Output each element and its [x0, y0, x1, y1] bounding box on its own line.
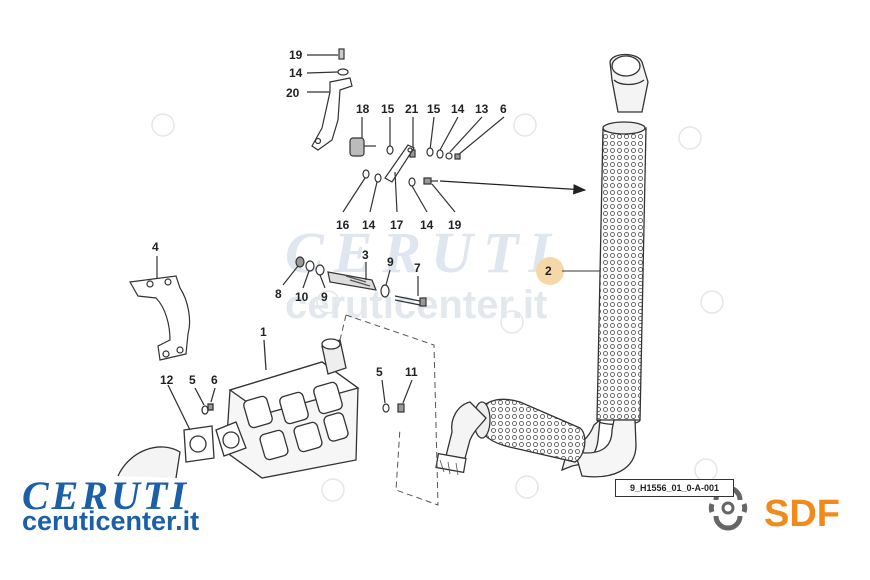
- muffler: [117, 338, 360, 479]
- exhaust-pipe: [435, 53, 649, 478]
- bracket-4: [129, 256, 191, 361]
- callout-18: 18: [356, 102, 370, 116]
- callout-5-a: 5: [189, 373, 196, 387]
- callout-2: 2: [545, 264, 552, 278]
- ceruti-url: ceruticenter.it: [22, 506, 200, 536]
- watermark-glyphs: [148, 113, 724, 502]
- callout-19-mid: 19: [448, 218, 462, 232]
- callout-1: 1: [260, 325, 267, 339]
- callout-19-top: 19: [289, 48, 303, 62]
- callout-14-top: 14: [289, 66, 303, 80]
- watermark-url: ceruticenter.it: [285, 283, 547, 327]
- callout-13: 13: [475, 102, 489, 116]
- assembly-boundary-b: [339, 314, 347, 341]
- upper-bracket: [306, 48, 353, 151]
- right-hardware: [381, 379, 413, 413]
- callout-14-c: 14: [362, 218, 376, 232]
- callout-15-b: 15: [427, 102, 441, 116]
- part-2-highlight: [536, 257, 564, 285]
- callout-6-top: 6: [500, 102, 507, 116]
- callout-14-d: 14: [420, 218, 434, 232]
- sdf-logo: SDF: [764, 493, 840, 535]
- mount-hardware: [342, 116, 505, 213]
- ceruti-logo: CERUTI: [22, 473, 189, 518]
- middle-hardware: [282, 256, 427, 307]
- callout-20: 20: [286, 86, 300, 100]
- callout-12: 12: [160, 373, 174, 387]
- reference-code: 9_H1556_01_0-A-001: [615, 479, 734, 497]
- callout-5-b: 5: [376, 365, 383, 379]
- callout-8: 8: [275, 287, 282, 301]
- callout-11: 11: [405, 365, 418, 379]
- assembly-boundary: [345, 314, 439, 506]
- callout-labels: 19 14 20 18 15 21 15 14 13 6 16 14 17 14…: [152, 48, 552, 387]
- callout-16: 16: [336, 218, 350, 232]
- callout-15-a: 15: [381, 102, 395, 116]
- callout-10: 10: [295, 290, 309, 304]
- callout-14-b: 14: [451, 102, 465, 116]
- callout-17: 17: [390, 218, 404, 232]
- callout-21: 21: [405, 102, 419, 116]
- callout-7: 7: [414, 261, 421, 275]
- assembly-arrow: [439, 180, 587, 195]
- callout-6-b: 6: [211, 373, 218, 387]
- callout-9-a: 9: [321, 290, 328, 304]
- callout-3: 3: [362, 248, 369, 262]
- callout-4: 4: [152, 240, 159, 254]
- callout-9-b: 9: [387, 255, 394, 269]
